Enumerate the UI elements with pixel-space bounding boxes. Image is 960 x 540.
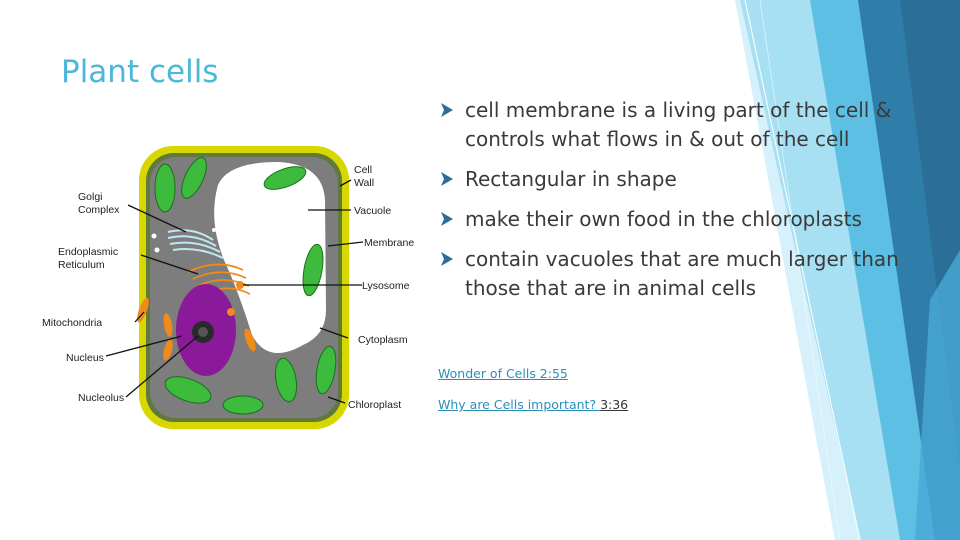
why-are-cells-important-link[interactable]: Why are Cells important? — [438, 397, 601, 412]
arrow-bullet-icon — [441, 172, 453, 186]
plant-cell-diagram: Cell Wall Vacuole Membrane Lysosome Cyto… — [42, 146, 414, 429]
label-mitochondria: Mitochondria — [42, 317, 102, 329]
bullet-text: make their own food in the chloroplasts — [465, 207, 862, 231]
label-cell: Cell — [354, 164, 372, 176]
label-wall: Wall — [354, 177, 374, 189]
endoplasmic-reticulum — [187, 263, 251, 295]
arrow-bullet-icon — [441, 252, 453, 266]
link-line: Wonder of Cells 2:55 — [438, 366, 628, 382]
label-complex: Complex — [78, 204, 120, 216]
bullet-text: cell membrane is a living part of the ce… — [465, 98, 892, 151]
bullet-item: cell membrane is a living part of the ce… — [438, 96, 908, 154]
label-nucleolus: Nucleolus — [78, 392, 124, 404]
label-chloroplast: Chloroplast — [348, 399, 401, 411]
label-nucleus: Nucleus — [66, 352, 104, 364]
label-cytoplasm: Cytoplasm — [358, 334, 408, 346]
label-golgi: Golgi — [78, 191, 103, 203]
label-reticulum: Reticulum — [58, 259, 105, 271]
label-lysosome: Lysosome — [362, 280, 410, 292]
bullet-item: Rectangular in shape — [438, 165, 908, 194]
golgi-complex — [167, 229, 224, 259]
golgi-vesicles — [151, 228, 234, 253]
link-line: Why are Cells important? 3:36 — [438, 397, 628, 413]
slide-title: Plant cells — [61, 54, 219, 90]
video-duration: 3:36 — [600, 397, 629, 412]
label-endoplasmic: Endoplasmic — [58, 246, 118, 258]
bullet-list: cell membrane is a living part of the ce… — [438, 96, 908, 314]
arrow-bullet-icon — [441, 103, 453, 117]
bullet-item: make their own food in the chloroplasts — [438, 205, 908, 234]
lysosome — [236, 281, 244, 289]
vacuole — [214, 162, 326, 353]
label-vacuole: Vacuole — [354, 205, 391, 217]
arrow-bullet-icon — [441, 212, 453, 226]
chloroplasts — [154, 157, 337, 415]
bullet-text: Rectangular in shape — [465, 167, 677, 191]
label-lines — [105, 179, 364, 404]
bullet-item: contain vacuoles that are much larger th… — [438, 245, 908, 303]
bullet-text: contain vacuoles that are much larger th… — [465, 247, 899, 300]
wonder-of-cells-link[interactable]: Wonder of Cells 2:55 — [438, 366, 568, 381]
label-membrane: Membrane — [364, 237, 414, 249]
video-links: Wonder of Cells 2:55 Why are Cells impor… — [438, 366, 628, 428]
